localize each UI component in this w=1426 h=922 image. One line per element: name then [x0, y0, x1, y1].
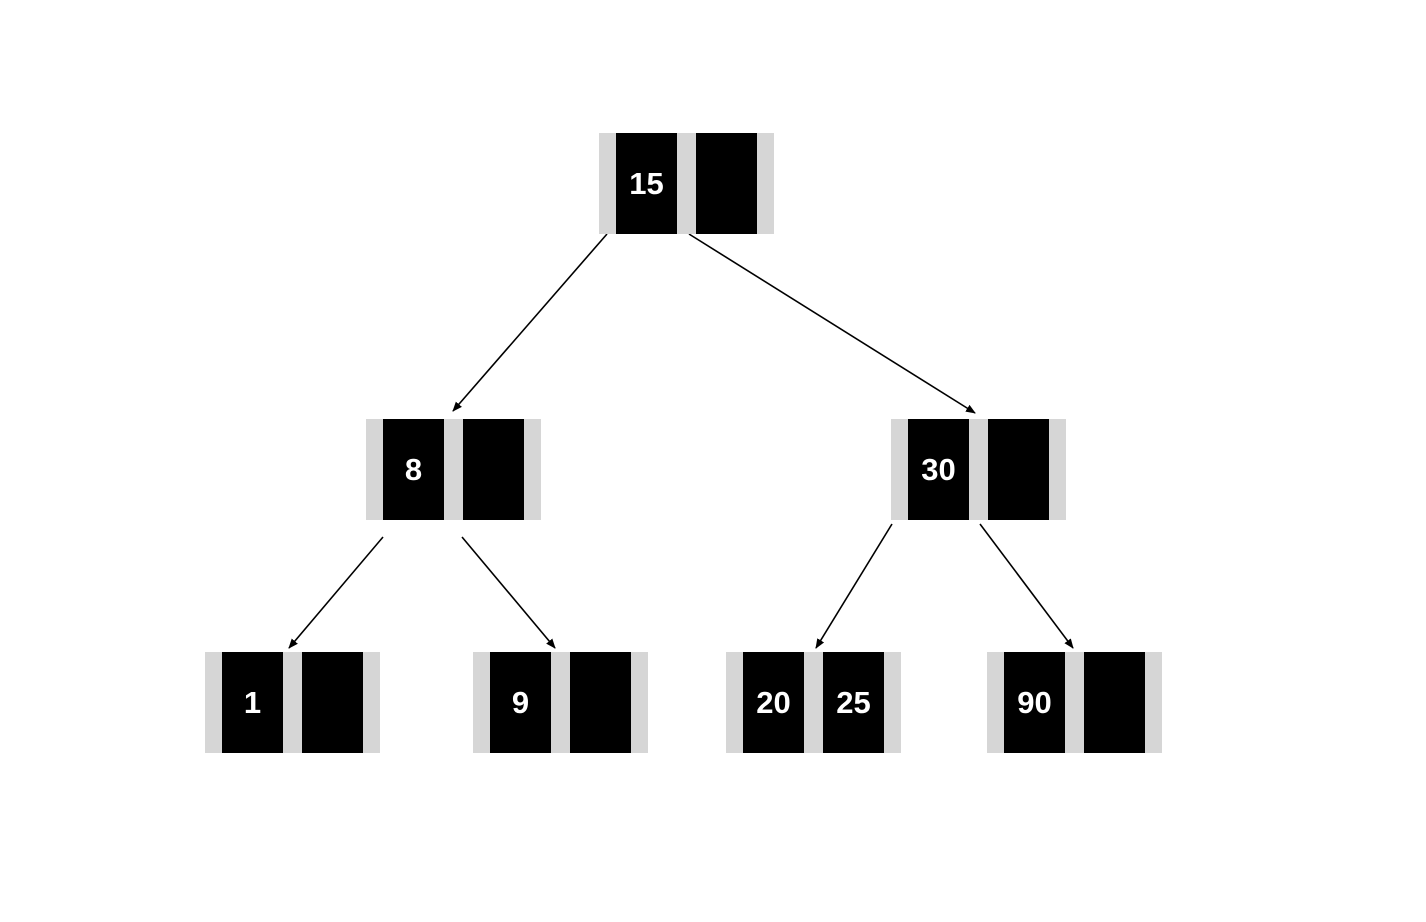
edge-right-to-leaf3 [815, 523, 893, 649]
edge-root-to-right [688, 233, 976, 414]
node-leaf4: 90 [987, 652, 1162, 753]
node-leaf2-key-2 [570, 652, 631, 753]
node-root: 15 [599, 133, 774, 234]
node-right-key-2 [988, 419, 1049, 520]
node-leaf4-key-2 [1084, 652, 1145, 753]
node-left-key-2 [463, 419, 524, 520]
node-leaf1-key-1: 1 [222, 652, 283, 753]
node-root-key-2 [696, 133, 757, 234]
node-leaf3-key-2: 25 [823, 652, 884, 753]
edge-right-to-leaf4 [979, 523, 1074, 649]
node-leaf1-key-2 [302, 652, 363, 753]
node-right: 30 [891, 419, 1066, 520]
edge-root-to-left [452, 233, 608, 412]
node-left: 8 [366, 419, 541, 520]
edge-left-to-leaf1 [288, 536, 384, 649]
node-root-key-1: 15 [616, 133, 677, 234]
node-left-key-1: 8 [383, 419, 444, 520]
node-leaf2-key-1: 9 [490, 652, 551, 753]
node-leaf2: 9 [473, 652, 648, 753]
node-leaf3-key-1: 20 [743, 652, 804, 753]
node-leaf3: 20 25 [726, 652, 901, 753]
edge-left-to-leaf2 [461, 536, 556, 649]
node-right-key-1: 30 [908, 419, 969, 520]
node-leaf4-key-1: 90 [1004, 652, 1065, 753]
node-leaf1: 1 [205, 652, 380, 753]
